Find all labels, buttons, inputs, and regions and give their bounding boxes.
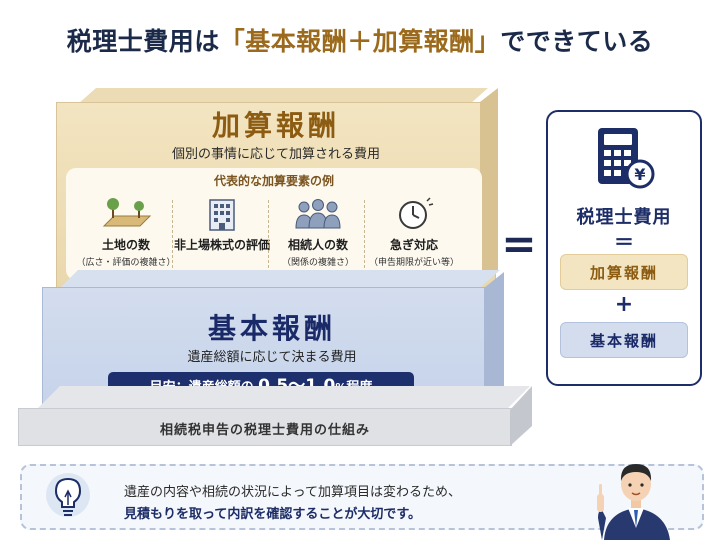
lightbulb-icon [44, 471, 92, 527]
base-platform [18, 408, 512, 446]
example-label-land: 土地の数 [101, 238, 150, 252]
formula-term-base: 基本報酬 [560, 322, 688, 358]
example-divider [268, 200, 269, 268]
base-fee-block-top [60, 270, 500, 288]
formula-term-additional: 加算報酬 [560, 254, 688, 290]
example-note-land: （広さ・評価の複雑さ） [76, 258, 176, 268]
example-item-rush: 急ぎ対応 （申告期限が近い等） [364, 196, 464, 268]
equals-sign: = [501, 219, 537, 268]
people-group-icon [295, 199, 341, 229]
formula-title: 税理士費用 [576, 207, 672, 228]
base-fee-block-side [484, 272, 504, 408]
base-platform-top [36, 386, 530, 410]
formula-plus: + [614, 292, 634, 317]
additional-fee-title: 加算報酬 [211, 109, 340, 142]
example-item-stock: 非上場株式の評価 [172, 196, 272, 253]
additional-fee-block-side [480, 88, 498, 284]
example-item-heirs: 相続人の数 （関係の複雑さ） [268, 196, 368, 268]
title-suffix: でできている [500, 27, 654, 56]
office-building-icon [209, 199, 235, 231]
advice-line-2: 見積もりを取って内訳を確認することが大切です。 [124, 507, 422, 522]
examples-heading: 代表的な加算要素の例 [213, 174, 334, 188]
example-label-stock: 非上場株式の評価 [173, 238, 270, 252]
clock-icon [399, 197, 434, 229]
advice-note [20, 464, 704, 530]
formula-equals: ＝ [614, 230, 634, 254]
page-title: 税理士費用は「基本報酬＋加算報酬」でできている [0, 22, 720, 58]
advisor-illustration-icon [588, 448, 688, 540]
base-fee-subtitle: 遺産総額に応じて決まる費用 [187, 350, 357, 365]
example-note-rush: （申告期限が近い等） [368, 258, 459, 268]
example-note-heirs: （関係の複雑さ） [281, 258, 354, 268]
title-highlight: 「基本報酬＋加算報酬」 [219, 27, 501, 56]
additional-fee-block-top [78, 88, 488, 104]
calculator-yen-icon: ¥ [596, 126, 656, 196]
svg-text:¥: ¥ [634, 165, 645, 184]
example-item-land: 土地の数 （広さ・評価の複雑さ） [76, 196, 176, 268]
title-prefix: 税理士費用は [66, 27, 220, 56]
base-platform-label: 相続税申告の税理士費用の仕組み [159, 423, 370, 438]
example-divider [364, 200, 365, 268]
example-label-rush: 急ぎ対応 [389, 238, 438, 252]
land-trees-icon [102, 198, 152, 227]
advice-line-1: 遺産の内容や相続の状況によって加算項目は変わるため、 [124, 485, 461, 500]
example-label-heirs: 相続人の数 [287, 238, 348, 252]
additional-fee-subtitle: 個別の事情に応じて加算される費用 [171, 147, 380, 162]
example-divider [172, 200, 173, 268]
base-fee-title: 基本報酬 [207, 312, 336, 345]
